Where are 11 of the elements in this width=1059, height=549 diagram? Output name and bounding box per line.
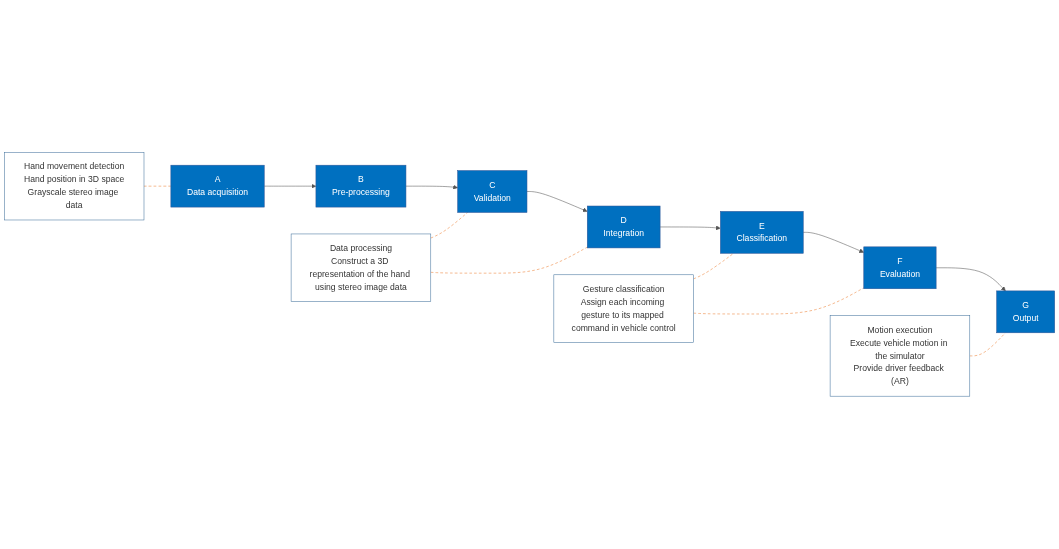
- node-box: F Evaluation: [863, 246, 937, 290]
- node-box: Gesture classification Assign each incoming gesture to its mapped command in vehicle control: [553, 274, 694, 343]
- node-box: G Output: [996, 290, 1055, 334]
- node-box: D Integration: [587, 206, 661, 249]
- node-box: C Validation: [457, 170, 528, 213]
- node-box: B Pre-processing: [315, 165, 407, 208]
- node-box: Motion execution Execute vehicle motion in the simulator Provide driver feedback (AR): [829, 315, 971, 397]
- node-box: E Classification: [720, 211, 804, 254]
- node-box: Hand movement detection Hand position in 3D space Grayscale stereo image data: [4, 152, 145, 221]
- node-box: A Data acquisition: [170, 165, 265, 208]
- node-box: Data processing Construct a 3D representation of the hand using stereo image data: [290, 233, 432, 303]
